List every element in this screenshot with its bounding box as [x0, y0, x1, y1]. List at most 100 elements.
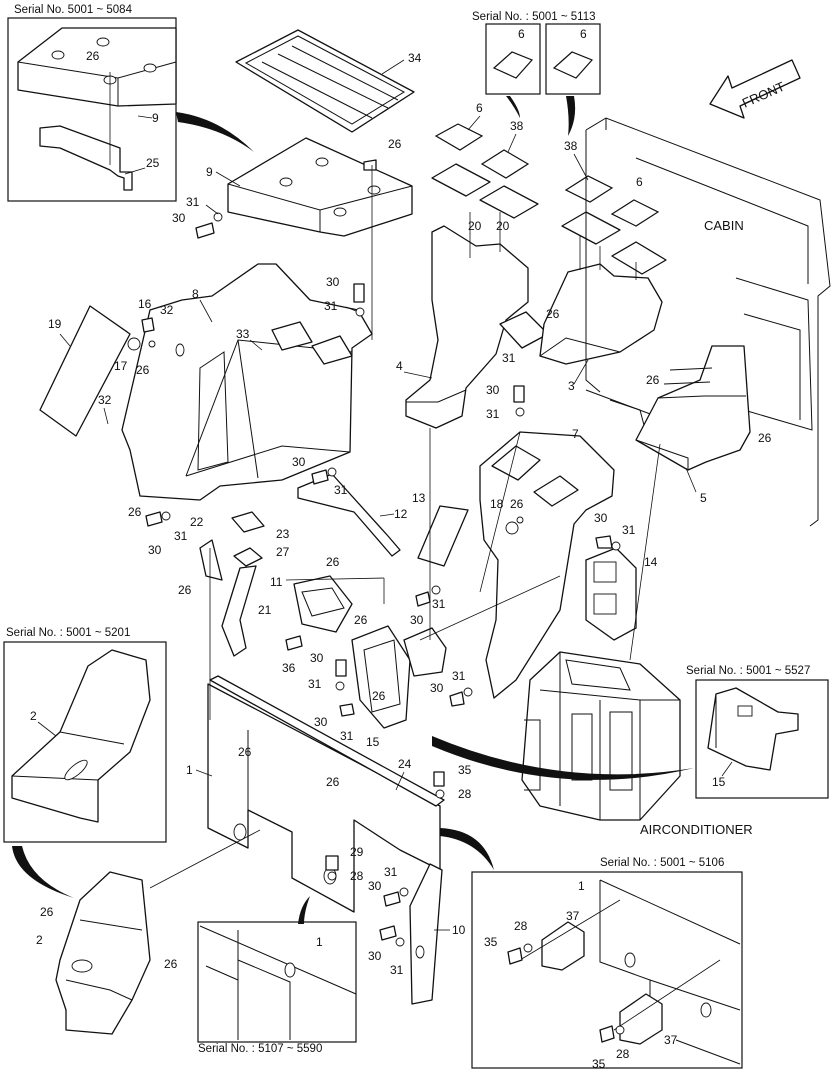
part-number-26: 26 [128, 505, 142, 519]
part-number-30: 30 [148, 543, 162, 557]
part-number-26: 26 [86, 49, 100, 63]
part-number-31: 31 [186, 195, 200, 209]
part-number-19: 19 [48, 317, 62, 331]
part-number-30: 30 [310, 651, 324, 665]
callout-arc-inset-5590 [298, 896, 310, 924]
part-number-13: 13 [412, 491, 426, 505]
part-number-26: 26 [510, 497, 524, 511]
part-number-30: 30 [368, 879, 382, 893]
part-number-16: 16 [138, 297, 152, 311]
caption-serial-5001-5084: Serial No. 5001 ~ 5084 [14, 4, 133, 16]
part-number-12: 12 [394, 507, 408, 521]
part-34-mat: 34 [235, 29, 422, 133]
part-14-switch: 14 30 31 [585, 511, 658, 641]
bolts-near-13: 30 31 [410, 585, 446, 627]
part-number-11: 11 [270, 575, 283, 589]
part-number-23: 23 [276, 527, 290, 541]
bolts-near-cover: 31 30 26 [172, 137, 402, 340]
part-number-26: 26 [136, 363, 150, 377]
part-number-26: 26 [646, 373, 660, 387]
part-number-2: 2 [30, 709, 37, 723]
part-number-31: 31 [502, 351, 516, 365]
part-21-hose: 22 23 27 21 26 [178, 511, 290, 657]
inset-serial-5001-5106: Serial No. : 5001 ~ 5106 1 37 28 35 37 2… [471, 857, 743, 1071]
part-number-31: 31 [174, 529, 188, 543]
part-number-26: 26 [178, 583, 192, 597]
part-number-31: 31 [432, 597, 446, 611]
bolts-29-28: 29 28 [325, 845, 364, 883]
part-number-30: 30 [486, 383, 500, 397]
part-number-31: 31 [486, 407, 500, 421]
part-number-30: 30 [594, 511, 608, 525]
part-7-panel: 7 31 30 31 [479, 351, 615, 699]
part-number-28: 28 [514, 919, 528, 933]
inset-serial-5001-5113: Serial No. : 5001 ~ 5113 6 6 [472, 11, 601, 136]
part-number-1: 1 [186, 763, 193, 777]
part-number-26: 26 [354, 613, 368, 627]
part-number-34: 34 [408, 51, 422, 65]
front-arrow: FRONT [709, 59, 801, 119]
part-number-30: 30 [314, 715, 328, 729]
part-number-15: 15 [366, 735, 380, 749]
part-number-20: 20 [496, 219, 510, 233]
part-number-26: 26 [238, 745, 252, 759]
part-number-4: 4 [396, 359, 403, 373]
caption-serial-5001-5106: Serial No. : 5001 ~ 5106 [600, 857, 724, 869]
part-number-26: 26 [40, 905, 54, 919]
part-number-30: 30 [326, 275, 340, 289]
part-number-1: 1 [316, 935, 323, 949]
part-11-bracket: 11 26 26 36 [270, 555, 385, 675]
cabin-wall: CABIN [585, 117, 831, 527]
inset-serial-5107-5590: Serial No. : 5107 ~ 5590 1 [197, 921, 357, 1055]
part-3-duct: 3 26 26 [539, 246, 663, 393]
part-number-24: 24 [398, 757, 412, 771]
cabin-label: CABIN [704, 218, 744, 233]
part-number-5: 5 [700, 491, 707, 505]
part-number-28: 28 [616, 1047, 630, 1061]
part-number-28: 28 [458, 787, 472, 801]
part-number-35: 35 [484, 935, 498, 949]
part-number-6: 6 [580, 27, 587, 41]
part-number-26: 26 [372, 689, 386, 703]
airconditioner-label: AIRCONDITIONER [640, 822, 753, 837]
part-number-37: 37 [566, 909, 580, 923]
part-number-15: 15 [712, 775, 726, 789]
part-number-30: 30 [172, 211, 186, 225]
part-number-32: 32 [98, 393, 112, 407]
part-number-31: 31 [324, 299, 338, 313]
part-number-29: 29 [350, 845, 364, 859]
part-10-plate: 10 31 30 30 31 [368, 863, 466, 1005]
part-19-plate: 19 16 32 17 26 32 [39, 297, 185, 437]
part-number-26: 26 [546, 307, 560, 321]
part-number-14: 14 [644, 555, 658, 569]
part-number-33: 33 [236, 327, 250, 341]
part-number-9-main: 9 [206, 165, 213, 179]
part-5-duct: 5 26 [635, 345, 772, 505]
part-number-26: 26 [326, 775, 340, 789]
part-number-10: 10 [452, 923, 466, 937]
part-number-2: 2 [36, 933, 43, 947]
part-number-26: 26 [758, 431, 772, 445]
callout-arc-inset-5201 [12, 846, 74, 898]
part-13-cover: 13 18 26 [412, 491, 524, 567]
caption-serial-5001-5201: Serial No. : 5001 ~ 5201 [6, 627, 130, 639]
inset-serial-5001-5084: Serial No. 5001 ~ 5084 26 9 25 [7, 4, 177, 202]
part-number-21: 21 [258, 603, 272, 617]
part-number-30: 30 [292, 455, 306, 469]
part-number-9: 9 [152, 111, 159, 125]
part-number-22: 22 [190, 515, 204, 529]
part-number-38: 38 [510, 119, 524, 133]
part-number-6: 6 [476, 101, 483, 115]
part-number-1: 1 [578, 879, 585, 893]
part-number-7: 7 [572, 427, 579, 441]
part-number-20: 20 [468, 219, 482, 233]
caption-serial-5001-5113: Serial No. : 5001 ~ 5113 [472, 11, 596, 23]
part-number-17: 17 [114, 359, 128, 373]
part-number-26: 26 [326, 555, 340, 569]
part-number-25: 25 [146, 156, 160, 170]
callout-arc-inset-to-9 [176, 112, 254, 152]
callout-arc-to-inset-5527 [432, 736, 694, 780]
callout-arc-to-inset-5106 [440, 828, 494, 870]
part-number-35: 35 [458, 763, 472, 777]
part-number-26: 26 [164, 957, 178, 971]
